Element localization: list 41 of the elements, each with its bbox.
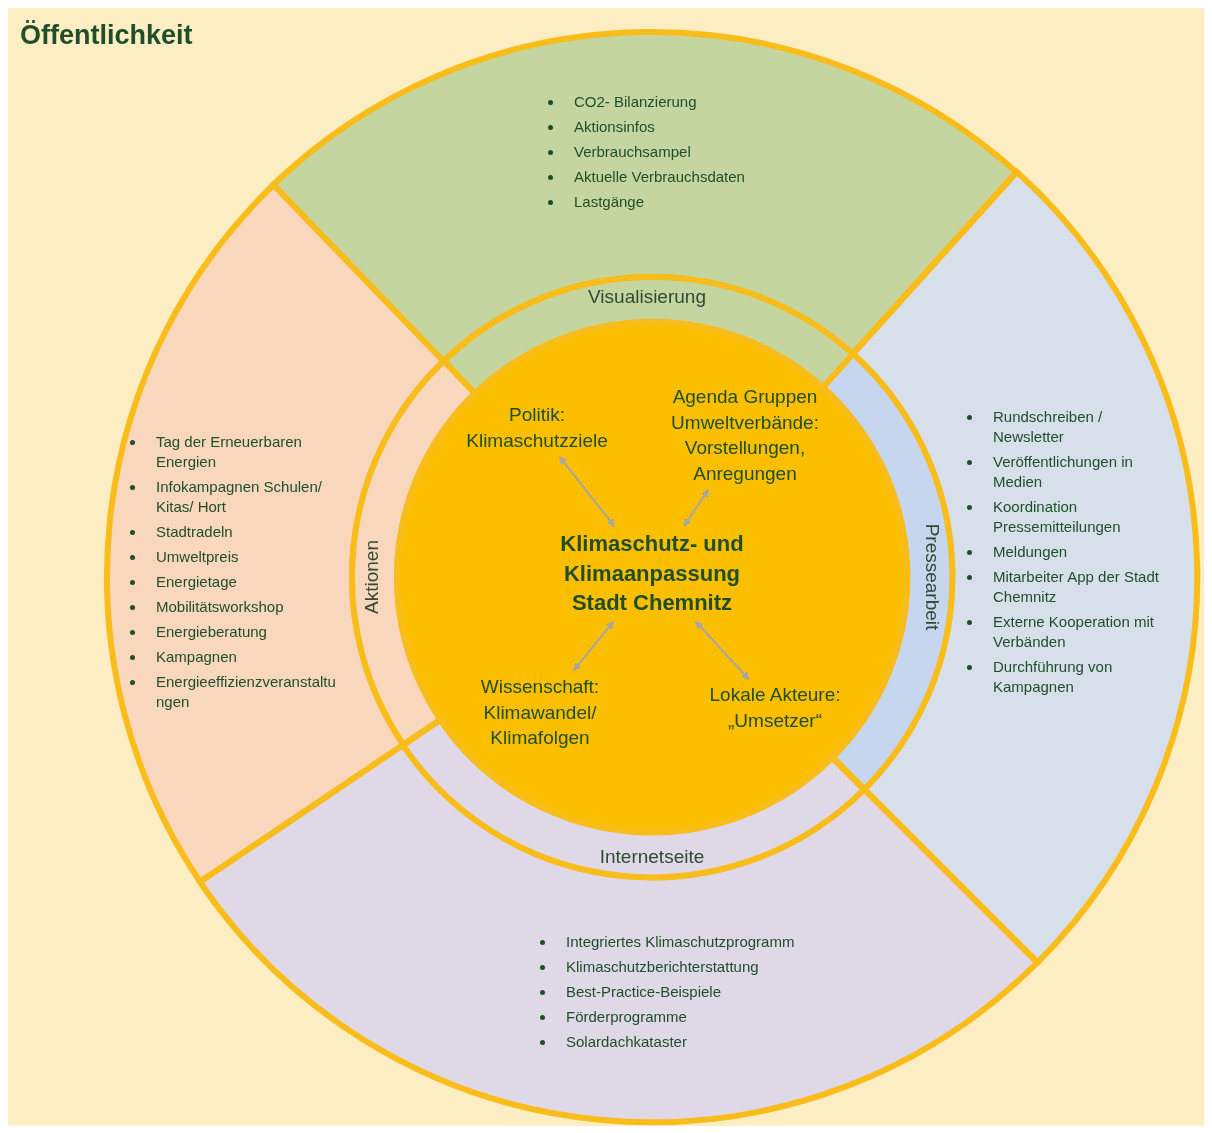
- panel-title: Öffentlichkeit: [20, 20, 193, 51]
- background-panel: [8, 8, 1204, 1126]
- list-item: Koordination Pressemitteilungen: [993, 497, 1122, 537]
- list-item: Durchführung von Kampagnen: [993, 657, 1114, 697]
- actor-label: Agenda Gruppen Umweltverbände: Vorstellungen, Anregungen: [670, 384, 820, 486]
- actor-label: Politik: Klimaschutzziele: [465, 403, 609, 453]
- list-item: Mitarbeiter App der Stadt Chemnitz: [993, 567, 1160, 607]
- list-item: Infokampagnen Schulen/ Kitas/ Hort: [156, 477, 323, 517]
- list-item: Energietage: [156, 572, 238, 592]
- segment-label: Aktionen: [361, 540, 383, 614]
- actor-label: Wissenschaft: Klimawandel/ Klimafolgen: [479, 674, 601, 750]
- list-item: Best-Practice-Beispiele: [566, 982, 723, 1002]
- list-item: Förderprogramme: [566, 1007, 688, 1027]
- center-title: Klimaschutz- und Klimaanpassung Stadt Chemnitz: [559, 530, 745, 618]
- list-item: Externe Kooperation mit Verbänden: [993, 612, 1155, 652]
- list-item: Verbrauchsampel: [574, 142, 692, 162]
- list-item: Umweltpreis: [156, 547, 240, 567]
- actor-label: Lokale Akteure: „Umsetzer“: [708, 683, 842, 733]
- list-item: Integriertes Klimaschutzprogramm: [566, 932, 796, 952]
- list-item: Solardachkataster: [566, 1032, 688, 1052]
- list-item: Energieeffizienzveranstaltungen: [156, 672, 336, 712]
- segment-label: Visualisierung: [588, 286, 706, 308]
- list-item: Energieberatung: [156, 622, 268, 642]
- double-arrow: [572, 620, 615, 672]
- double-arrow: [683, 488, 710, 528]
- double-arrow: [694, 620, 750, 681]
- list-item: Stadtradeln: [156, 522, 234, 542]
- double-arrow: [558, 455, 616, 528]
- list-item: Veröffentlichungen in Medien: [993, 452, 1134, 492]
- list-item: Rundschreiben / Newsletter: [993, 407, 1104, 447]
- list-item: Tag der Erneuerbaren Energien: [156, 432, 303, 472]
- list-item: Klimaschutzberichterstattung: [566, 957, 760, 977]
- list-item: Aktionsinfos: [574, 117, 656, 137]
- list-item: CO2- Bilanzierung: [574, 92, 698, 112]
- list-item: Meldungen: [993, 542, 1069, 562]
- list-item: Aktuelle Verbrauchsdaten: [574, 167, 746, 187]
- segment-label: Internetseite: [599, 846, 705, 868]
- list-item: Lastgänge: [574, 192, 646, 212]
- segment-label: Pressearbeit: [921, 523, 943, 631]
- list-item: Kampagnen: [156, 647, 238, 667]
- list-item: Mobilitätsworkshop: [156, 597, 285, 617]
